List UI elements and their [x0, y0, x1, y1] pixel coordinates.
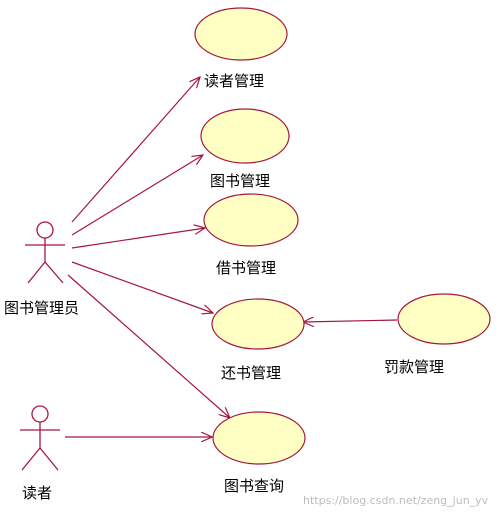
association-fine-to-return — [303, 320, 398, 322]
use-case-label-borrow-mgmt: 借书管理 — [216, 259, 277, 277]
use-case-fine-mgmt — [397, 293, 491, 345]
use-case-label-book-mgmt: 图书管理 — [210, 172, 271, 190]
use-case-book-mgmt — [200, 108, 290, 164]
actor-librarian-head — [36, 221, 54, 239]
watermark: https://blog.csdn.net/zeng_jun_yv — [303, 494, 489, 507]
actor-librarian-right-leg — [44, 261, 64, 284]
actor-reader-right-leg — [39, 447, 59, 471]
use-case-return-mgmt — [211, 298, 305, 350]
use-case-label-reader-mgmt: 读者管理 — [204, 72, 265, 90]
association-librarian-borrow-mgmt — [71, 228, 205, 249]
use-case-borrow-mgmt — [203, 193, 299, 247]
use-case-label-fine-mgmt: 罚款管理 — [384, 358, 445, 376]
actor-librarian-left-leg — [27, 261, 46, 284]
association-librarian-return-mgmt — [71, 261, 213, 313]
association-librarian-book-query — [67, 274, 230, 418]
use-case-label-return-mgmt: 还书管理 — [221, 364, 282, 382]
association-librarian-book-mgmt — [71, 155, 203, 236]
use-case-label-book-query: 图书查询 — [224, 477, 285, 495]
actor-label-librarian: 图书管理员 — [4, 299, 80, 317]
association-librarian-reader-mgmt — [71, 77, 200, 223]
actor-librarian-figure — [25, 221, 65, 284]
actor-label-reader: 读者 — [22, 484, 53, 502]
use-case-reader-mgmt — [194, 7, 288, 61]
actor-reader-head — [31, 405, 49, 423]
use-case-book-query — [212, 411, 306, 465]
actor-reader-figure — [20, 405, 60, 471]
actor-reader-left-leg — [21, 447, 41, 471]
